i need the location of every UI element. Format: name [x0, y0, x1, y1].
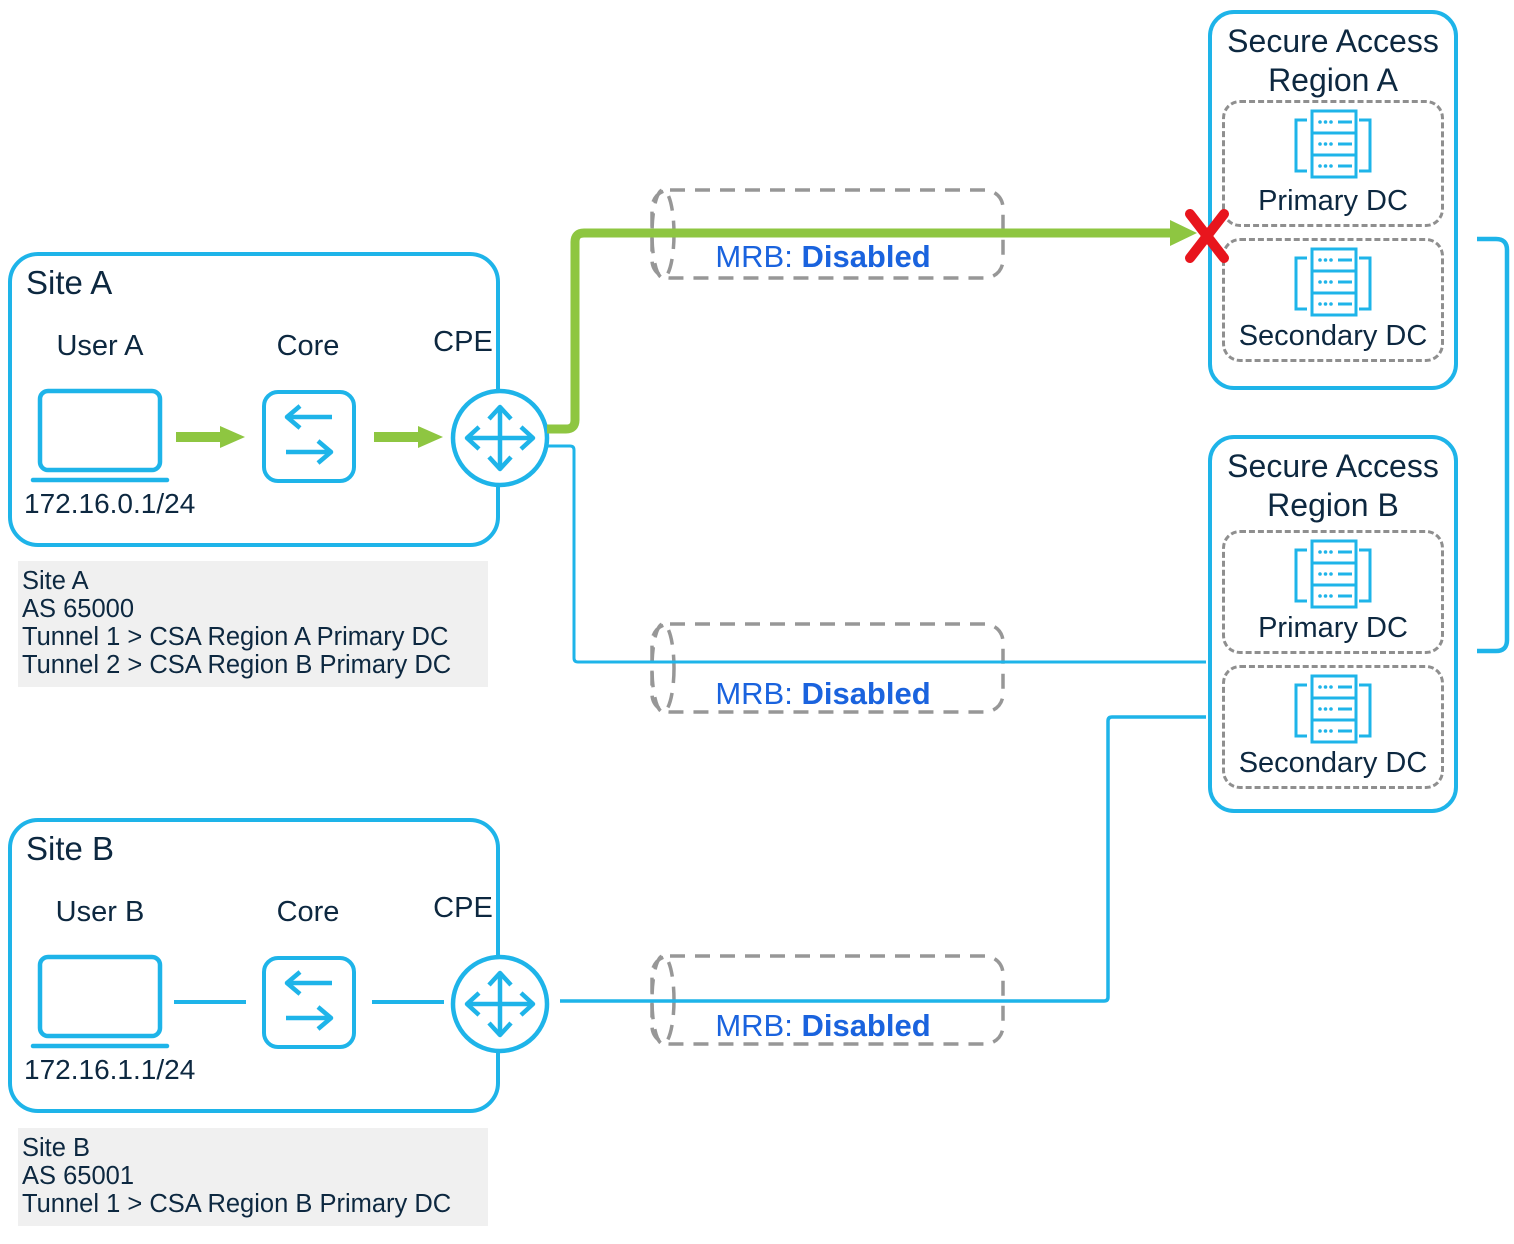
- mrb-status-tunnel-region-a: MRB: Disabled: [658, 239, 988, 275]
- info-line: AS 65001: [22, 1162, 135, 1190]
- mrb-prefix: MRB:: [715, 239, 793, 274]
- green-arrow-icon: [374, 426, 443, 448]
- green-arrow-icon: [176, 426, 245, 448]
- info-line: Tunnel 1 > CSA Region B Primary DC: [22, 1190, 452, 1218]
- info-line: Site B: [22, 1134, 91, 1162]
- region-a-secondary-dc-box: Secondary DC: [1222, 238, 1444, 362]
- site-b-cpe-label: CPE: [433, 892, 493, 924]
- site-b-info: Site B AS 65001 Tunnel 1 > CSA Region B …: [18, 1128, 488, 1226]
- mrb-status-tunnel-region-b-site-a: MRB: Disabled: [658, 676, 988, 712]
- region-b-secondary-dc-box: Secondary DC: [1222, 665, 1444, 789]
- site-a-info: Site A AS 65000 Tunnel 1 > CSA Region A …: [18, 561, 488, 687]
- link-line: [174, 1000, 246, 1004]
- mrb-value: Disabled: [801, 239, 931, 274]
- data-center-icon: [1294, 247, 1372, 317]
- region-a-title-line2: Region A: [1268, 62, 1398, 98]
- region-b-title-line2: Region B: [1267, 487, 1399, 523]
- region-a-box: Secure Access Region A: [1208, 10, 1458, 390]
- mrb-prefix: MRB:: [715, 676, 793, 711]
- site-a-box: Site A User A Core CPE: [8, 252, 550, 547]
- site-b-box: Site B User B Core CPE: [8, 818, 550, 1113]
- site-b-user-label: User B: [55, 896, 145, 928]
- region-b-title: Secure Access Region B: [1212, 447, 1454, 525]
- site-a-user-label: User A: [56, 330, 144, 362]
- region-a-title-line1: Secure Access: [1227, 23, 1439, 59]
- region-b-primary-dc-box: Primary DC: [1222, 530, 1444, 654]
- site-a-cpe-label: CPE: [433, 326, 493, 358]
- site-b-core-label: Core: [276, 896, 340, 928]
- site-a-title: Site A: [26, 264, 113, 301]
- region-a-title: Secure Access Region A: [1212, 22, 1454, 100]
- cpe-router-icon: [450, 954, 550, 1054]
- green-arrowhead: [1170, 220, 1197, 246]
- laptop-icon: [30, 388, 170, 483]
- site-b-tunnel1-path: [560, 715, 1206, 1003]
- region-a-secondary-dc-label: Secondary DC: [1238, 320, 1428, 352]
- mrb-status-tunnel-region-b-site-b: MRB: Disabled: [658, 1008, 988, 1044]
- region-a-primary-dc-box: Primary DC: [1222, 100, 1444, 227]
- link-line: [372, 1000, 444, 1004]
- site-a-tunnel2-path: [547, 444, 1206, 664]
- cpe-router-icon: [450, 388, 550, 488]
- info-line: Tunnel 2 > CSA Region B Primary DC: [22, 651, 452, 679]
- core-switch-icon: [262, 390, 356, 483]
- core-switch-icon: [262, 956, 356, 1049]
- info-line: Tunnel 1 > CSA Region A Primary DC: [22, 623, 449, 651]
- region-b-secondary-dc-label: Secondary DC: [1238, 747, 1428, 779]
- data-center-icon: [1294, 674, 1372, 744]
- data-center-icon: [1294, 539, 1372, 609]
- laptop-icon: [30, 954, 170, 1049]
- region-b-primary-dc-label: Primary DC: [1258, 612, 1408, 644]
- info-line: AS 65000: [22, 595, 135, 623]
- site-a-core-label: Core: [276, 330, 340, 362]
- data-center-icon: [1294, 109, 1372, 179]
- mrb-value: Disabled: [801, 1008, 931, 1043]
- mrb-value: Disabled: [801, 676, 931, 711]
- mrb-prefix: MRB:: [715, 1008, 793, 1043]
- region-b-title-line1: Secure Access: [1227, 448, 1439, 484]
- failover-bracket: [1477, 236, 1510, 654]
- site-b-ip: 172.16.1.1/24: [24, 1054, 196, 1085]
- site-a-ip: 172.16.0.1/24: [24, 488, 196, 519]
- site-b-title: Site B: [26, 830, 115, 867]
- region-a-primary-dc-label: Primary DC: [1258, 185, 1408, 217]
- region-b-box: Secure Access Region B: [1208, 435, 1458, 813]
- info-line: Site A: [22, 567, 89, 595]
